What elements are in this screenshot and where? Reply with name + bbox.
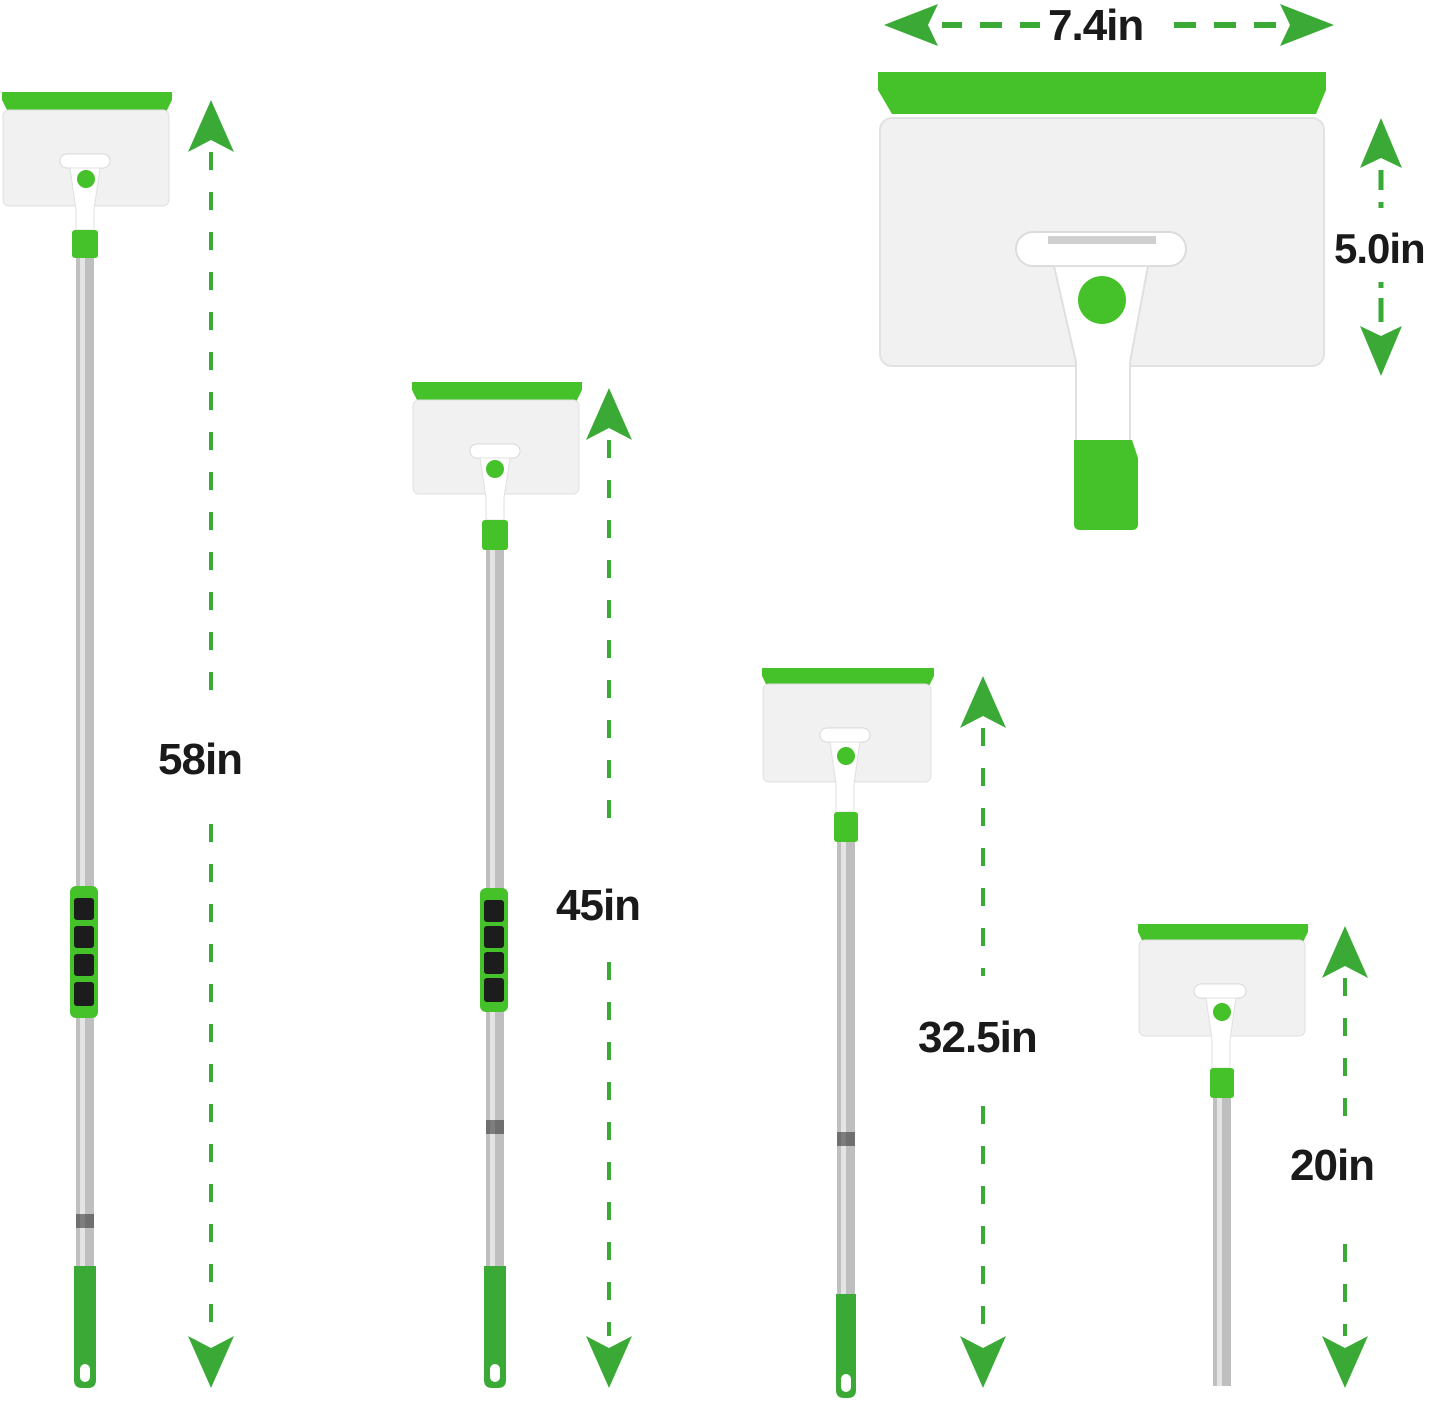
squeegee-pole-58in-icon bbox=[2, 92, 172, 1388]
pole-45in-label: 45in bbox=[556, 881, 641, 930]
pole-20in-label: 20in bbox=[1290, 1141, 1375, 1190]
height-dimension-arrow-icon bbox=[1360, 118, 1402, 376]
squeegee-head-large-icon bbox=[878, 72, 1326, 530]
pole-58in-label: 58in bbox=[158, 735, 243, 784]
length-arrow-20in-icon bbox=[1322, 926, 1368, 1388]
squeegee-pole-45in-icon bbox=[412, 382, 582, 1388]
width-dimension-arrow-icon bbox=[884, 4, 1334, 46]
length-arrow-58in-icon bbox=[188, 100, 234, 1388]
head-height-label: 5.0in bbox=[1334, 225, 1426, 272]
length-arrow-45in-icon bbox=[586, 388, 632, 1388]
squeegee-pole-20in-icon bbox=[1138, 924, 1308, 1386]
length-arrow-32-5in-icon bbox=[960, 676, 1006, 1388]
pole-32-5in-label: 32.5in bbox=[918, 1013, 1038, 1062]
squeegee-pole-32-5in-icon bbox=[762, 668, 934, 1398]
head-width-label: 7.4in bbox=[1048, 1, 1144, 50]
